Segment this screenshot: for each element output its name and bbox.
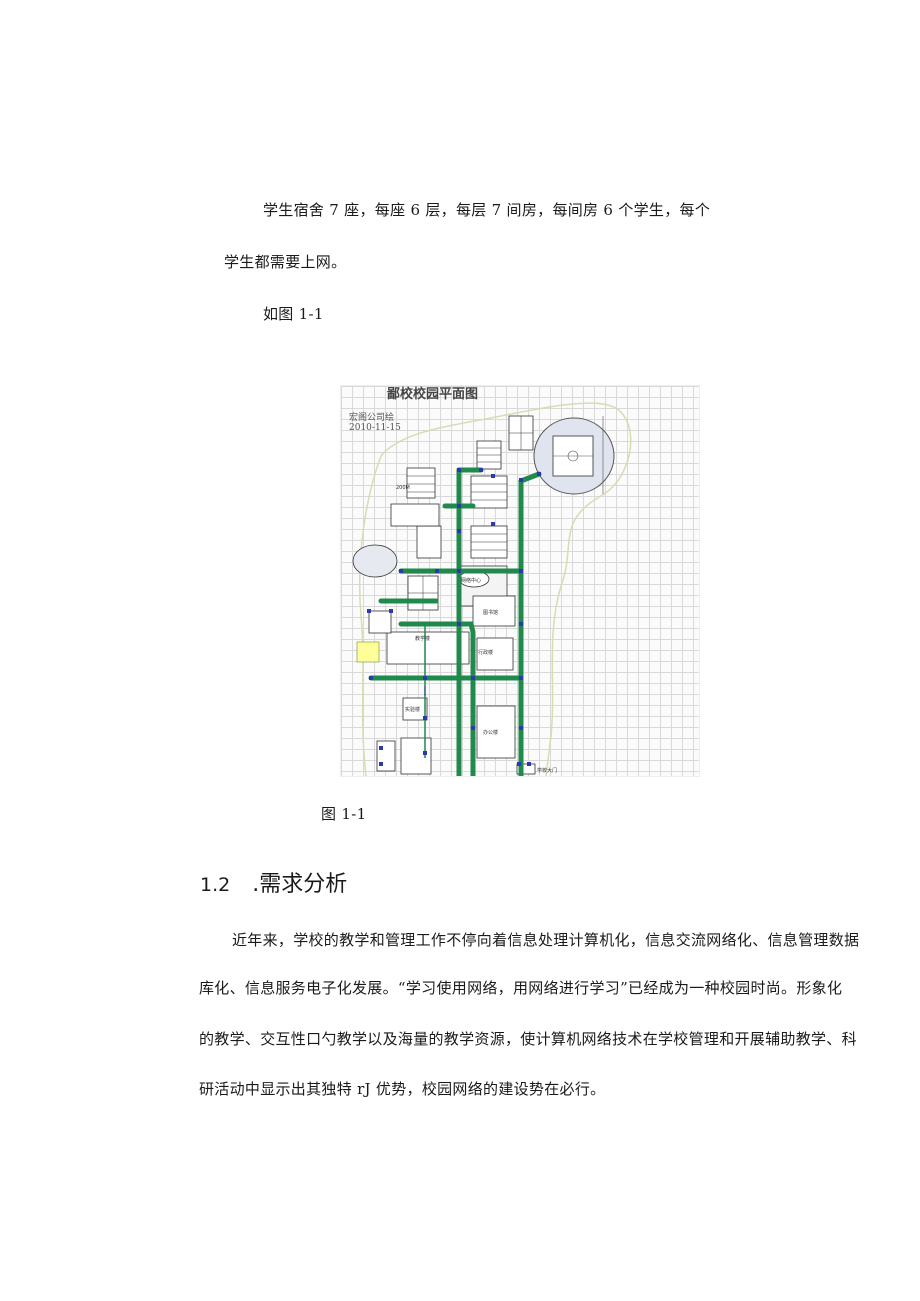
figure-author: 宏阁公司绘 (349, 413, 395, 423)
intro-line-1: 学生宿舍 7 座，每座 6 层，每层 7 间房，每间房 6 个学生，每个 (263, 201, 711, 219)
label-network-center: 网络中心 (461, 577, 481, 584)
network-nodes (367, 468, 541, 766)
label-experiment-building: 实验楼 (405, 706, 420, 713)
campus-map-drawing: 200M 网络中心 图书馆 行政楼 教学楼 实验楼 办公楼 学校大门 (352, 402, 632, 776)
figure-caption: 图 1-1 (321, 805, 367, 823)
paragraph-line-3: 的教学、交互性口勺教学以及海量的教学资源，使计算机网络技术在学校管理和开展辅助教… (199, 1030, 857, 1048)
campus-map-figure: 鄙校校园平面图 宏阁公司绘 2010-11-15 (340, 385, 700, 777)
figure-title: 鄙校校园平面图 (387, 387, 479, 402)
section-number: 1.2 (200, 874, 231, 896)
label-library: 图书馆 (483, 609, 498, 616)
paragraph-line-2: 库化、信息服务电子化发展。“学习使用网络，用网络进行学习”已经成为一种校园时尚。… (199, 979, 843, 997)
paragraph-line-1: 近年来，学校的教学和管理工作不停向着信息处理计算机化，信息交流网络化、信息管理数… (232, 931, 860, 949)
campus-boundary (358, 402, 632, 776)
label-admin-building: 行政楼 (478, 649, 493, 656)
label-distance: 200M (396, 485, 410, 491)
figure-reference: 如图 1-1 (263, 305, 324, 323)
figure-date: 2010-11-15 (349, 423, 401, 433)
intro-line-2: 学生都需要上网。 (224, 253, 347, 271)
legend-swatch (356, 641, 380, 663)
label-office-building: 办公楼 (483, 729, 498, 736)
label-gate: 学校大门 (537, 767, 557, 774)
section-title: .需求分析 (252, 872, 348, 897)
section-heading: 1.2 .需求分析 (200, 866, 347, 898)
campus-buildings (352, 503, 536, 775)
paragraph-line-4: 研活动中显示出其独特 rJ 优势，校园网络的建设势在必行。 (199, 1080, 606, 1098)
label-teaching-building: 教学楼 (415, 635, 430, 642)
